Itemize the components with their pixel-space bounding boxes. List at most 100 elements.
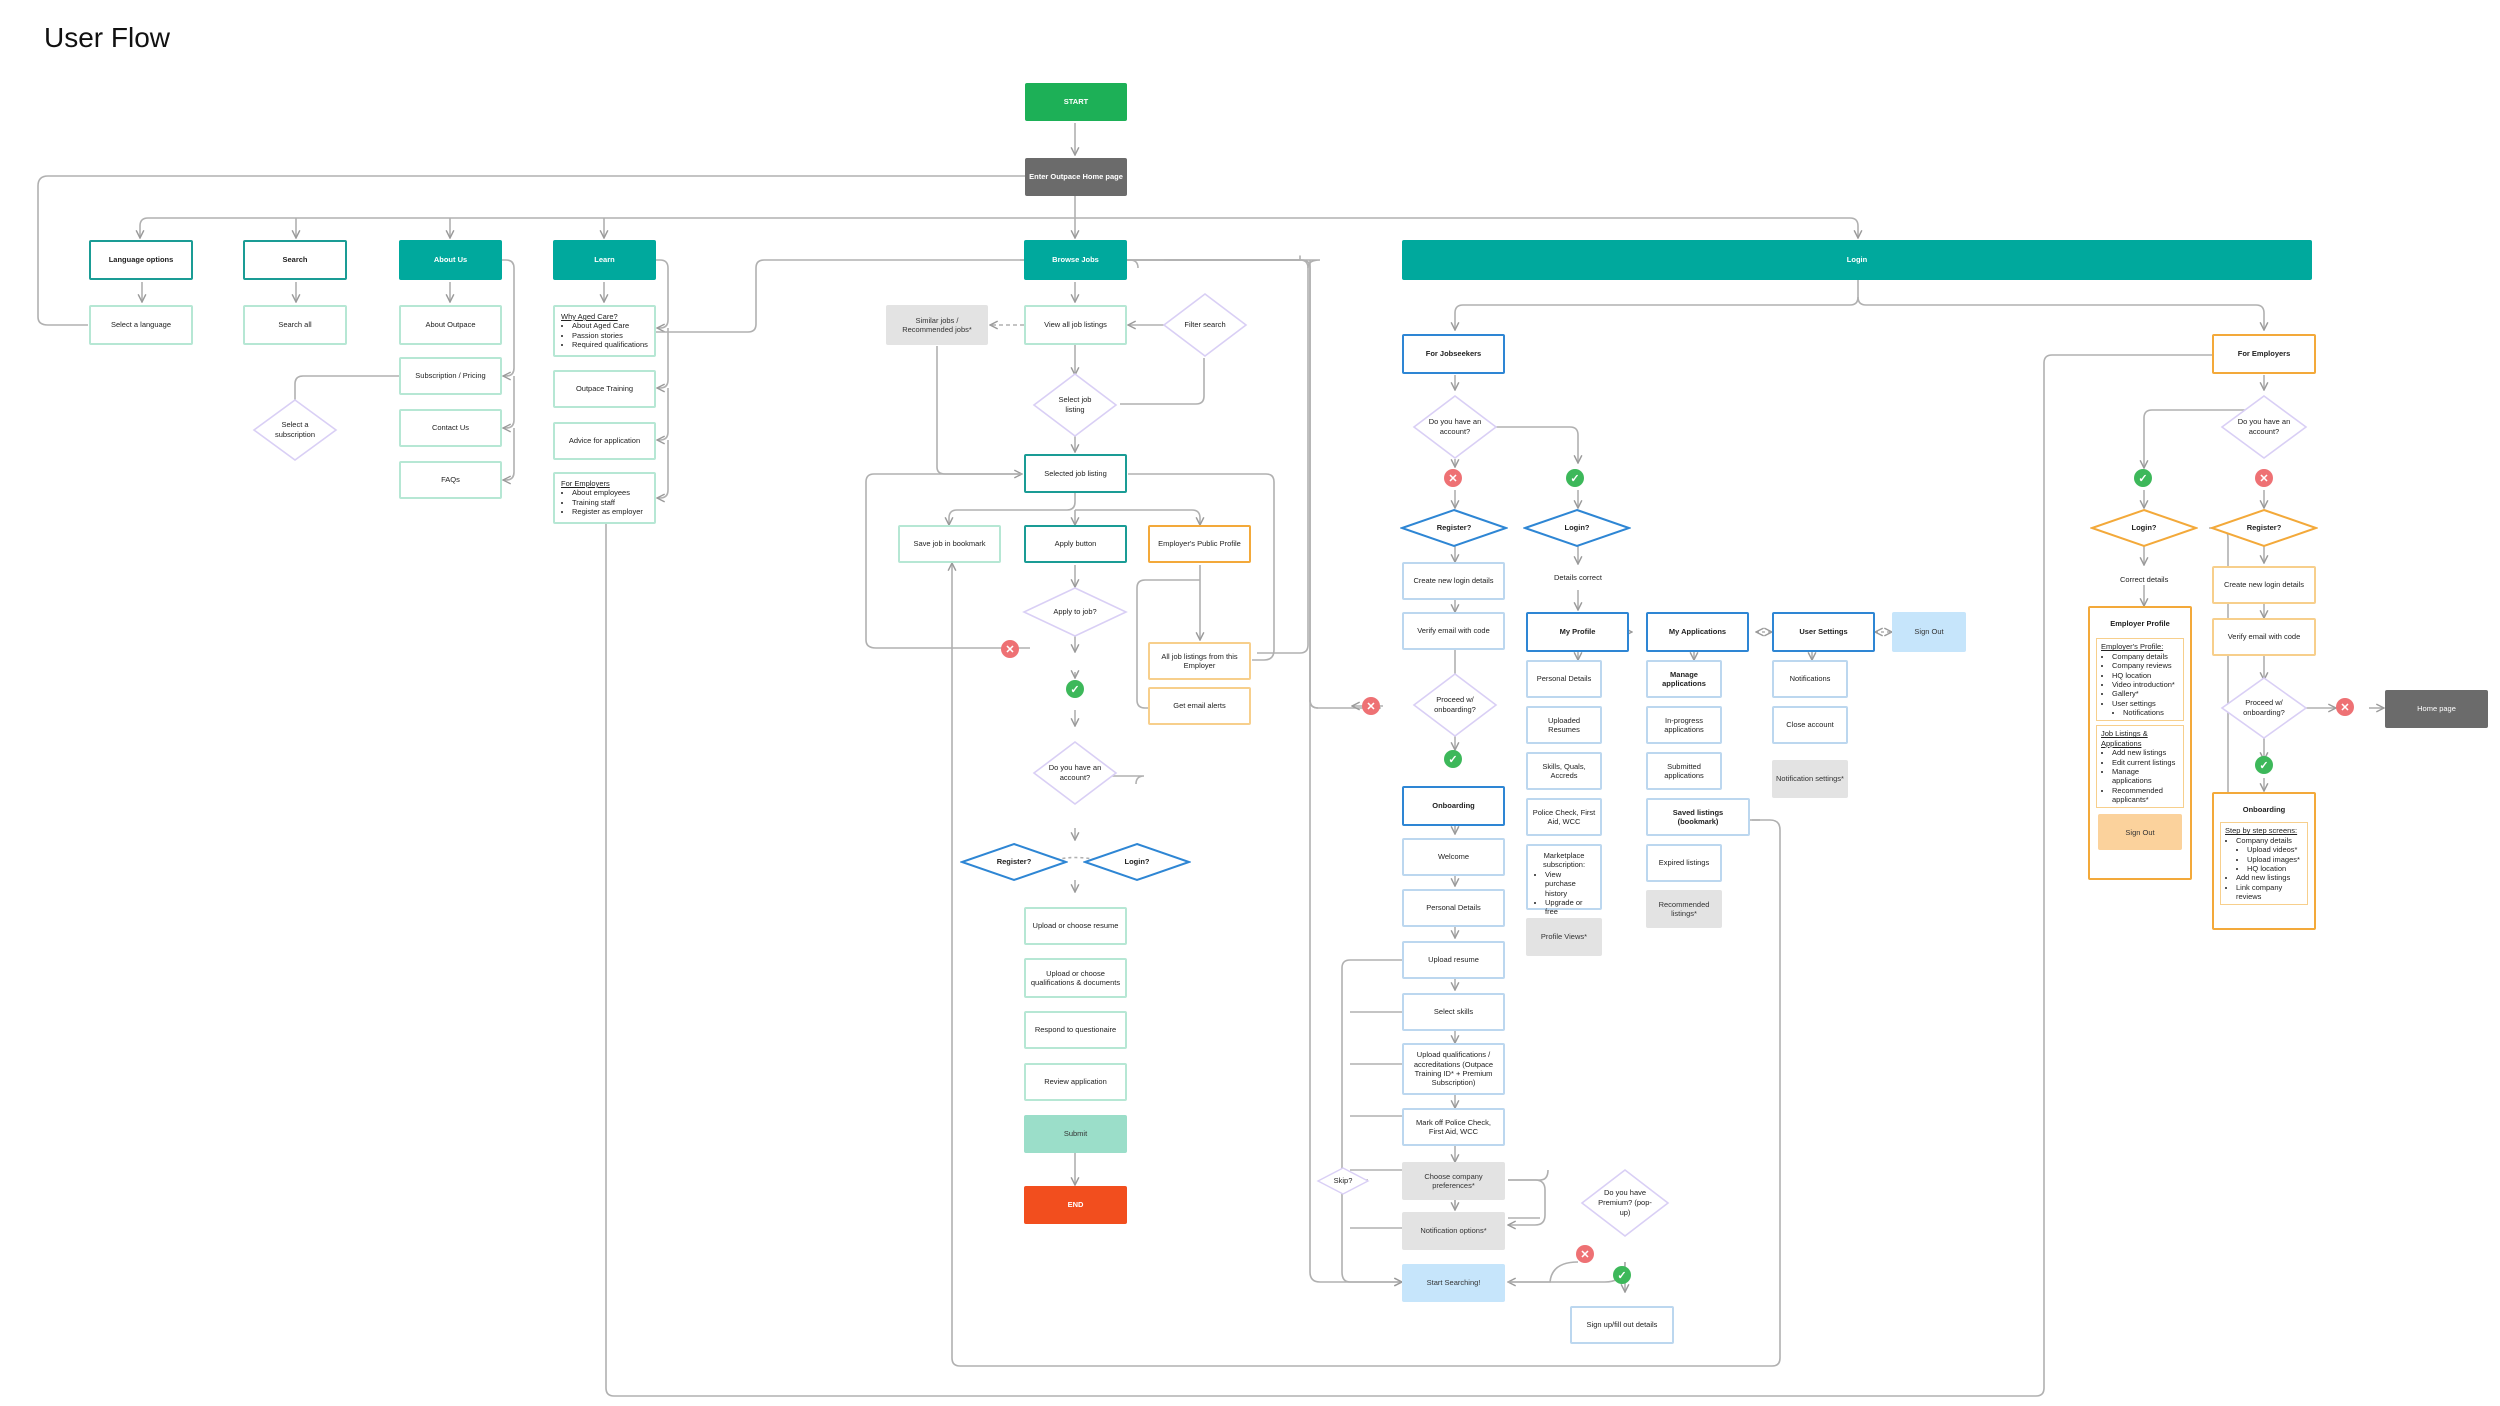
decision-register-jobseeker: Register? xyxy=(1400,508,1508,548)
decision-proceed-onboarding: Proceed w/ onboarding? xyxy=(1412,672,1498,738)
node-browse-jobs: Browse Jobs xyxy=(1024,240,1127,280)
node-employer-sign-out: Sign Out xyxy=(2098,814,2182,851)
node-close-account: Close account xyxy=(1772,706,1848,744)
decision-apply-to-job: Apply to job? xyxy=(1022,586,1128,638)
node-language-options: Language options xyxy=(89,240,193,280)
node-similar-jobs: Similar jobs / Recommended jobs* xyxy=(886,305,988,345)
node-manage-applications: Manage applications xyxy=(1646,660,1722,698)
node-contact-us: Contact Us xyxy=(399,409,502,447)
node-login: Login xyxy=(1402,240,2312,280)
node-sign-out: Sign Out xyxy=(1892,612,1966,652)
node-all-listings-employer: All job listings from this Employer xyxy=(1148,642,1251,680)
node-home-page: Home page xyxy=(2385,690,2488,728)
page-title: User Flow xyxy=(44,22,171,53)
node-upload-resume: Upload resume xyxy=(1402,941,1505,979)
node-employer-onboarding: Onboarding Step by step screens: Company… xyxy=(2212,792,2316,930)
decision-have-account-employer: Do you have an account? xyxy=(2220,394,2308,460)
node-save-bookmark: Save job in bookmark xyxy=(898,525,1001,563)
cross-icon: ✕ xyxy=(1001,640,1019,658)
cross-icon: ✕ xyxy=(1576,1245,1594,1263)
start-node: START xyxy=(1025,83,1127,121)
node-my-profile: My Profile xyxy=(1526,612,1629,652)
check-icon: ✓ xyxy=(1613,1266,1631,1284)
node-user-settings: User Settings xyxy=(1772,612,1875,652)
home-node: Enter Outpace Home page xyxy=(1025,158,1127,196)
node-for-employers-learn: For Employers About employeesTraining st… xyxy=(553,472,656,524)
cross-icon: ✕ xyxy=(2336,698,2354,716)
node-about-outpace: About Outpace xyxy=(399,305,502,345)
node-onboarding: Onboarding xyxy=(1402,786,1505,826)
node-personal-details: Personal Details xyxy=(1402,889,1505,927)
node-upload-choose-resume: Upload or choose resume xyxy=(1024,907,1127,945)
node-notifications: Notifications xyxy=(1772,660,1848,698)
node-upload-accreditations: Upload qualifications / accreditations (… xyxy=(1402,1043,1505,1095)
node-apply-button: Apply button xyxy=(1024,525,1127,563)
label-correct-details: Correct details xyxy=(2120,575,2169,584)
decision-select-job-listing: Select job listing xyxy=(1032,372,1118,438)
check-icon: ✓ xyxy=(1444,750,1462,768)
node-why-aged-care: Why Aged Care? About Aged CarePassion st… xyxy=(553,305,656,357)
node-get-email-alerts: Get email alerts xyxy=(1148,687,1251,725)
node-company-preferences: Choose company preferences* xyxy=(1402,1162,1505,1200)
node-create-login: Create new login details xyxy=(1402,562,1505,600)
decision-login-jobseeker: Login? xyxy=(1523,508,1631,548)
node-for-jobseekers: For Jobseekers xyxy=(1402,334,1505,374)
node-profile-marketplace: Marketplace subscription: View purchase … xyxy=(1526,844,1602,916)
node-signup-details: Sign up/fill out details xyxy=(1570,1306,1674,1344)
node-selected-job-listing: Selected job listing xyxy=(1024,454,1127,493)
node-verify-email: Verify email with code xyxy=(1402,612,1505,650)
node-subscription-pricing: Subscription / Pricing xyxy=(399,357,502,395)
node-expired-listings: Expired listings xyxy=(1646,844,1722,882)
node-employer-create-login: Create new login details xyxy=(2212,566,2316,604)
decision-have-account-jobseeker: Do you have an account? xyxy=(1412,394,1498,460)
decision-register-employer: Register? xyxy=(2210,508,2318,548)
node-for-employers: For Employers xyxy=(2212,334,2316,374)
node-faqs: FAQs xyxy=(399,461,502,499)
cross-icon: ✕ xyxy=(2255,469,2273,487)
decision-have-account-apply: Do you have an account? xyxy=(1032,740,1118,806)
decision-login-employer: Login? xyxy=(2090,508,2198,548)
decision-employer-proceed-onboarding: Proceed w/ onboarding? xyxy=(2220,676,2308,740)
node-search-all: Search all xyxy=(243,305,347,345)
node-start-searching: Start Searching! xyxy=(1402,1264,1505,1302)
check-icon: ✓ xyxy=(2134,469,2152,487)
node-profile-resumes: Uploaded Resumes xyxy=(1526,706,1602,744)
node-saved-listings: Saved listings (bookmark) xyxy=(1646,798,1750,836)
node-learn: Learn xyxy=(553,240,656,280)
node-employer-verify-email: Verify email with code xyxy=(2212,618,2316,656)
node-recommended-listings: Recommended listings* xyxy=(1646,890,1722,928)
node-outpace-training: Outpace Training xyxy=(553,370,656,408)
decision-skip: Skip? xyxy=(1316,1166,1370,1196)
node-view-job-listings: View all job listings xyxy=(1024,305,1127,345)
node-profile-skills: Skills, Quals, Accreds xyxy=(1526,752,1602,790)
node-select-language: Select a language xyxy=(89,305,193,345)
node-profile-police: Police Check, First Aid, WCC xyxy=(1526,798,1602,836)
node-questionnaire: Respond to questionaire xyxy=(1024,1011,1127,1049)
node-inprogress-apps: In-progress applications xyxy=(1646,706,1722,744)
decision-login-apply: Login? xyxy=(1083,842,1191,882)
node-submit: Submit xyxy=(1024,1115,1127,1153)
node-employer-profile: Employer Profile Employer's Profile: Com… xyxy=(2088,606,2192,880)
node-about-us: About Us xyxy=(399,240,502,280)
node-profile-personal: Personal Details xyxy=(1526,660,1602,698)
node-advice-application: Advice for application xyxy=(553,422,656,460)
cross-icon: ✕ xyxy=(1444,469,1462,487)
decision-filter-search: Filter search xyxy=(1162,292,1248,358)
node-police-check: Mark off Police Check, First Aid, WCC xyxy=(1402,1108,1505,1146)
cross-icon: ✕ xyxy=(1362,697,1380,715)
check-icon: ✓ xyxy=(1066,680,1084,698)
check-icon: ✓ xyxy=(2255,756,2273,774)
node-upload-qualifications: Upload or choose qualifications & docume… xyxy=(1024,958,1127,998)
node-notification-settings: Notification settings* xyxy=(1772,760,1848,798)
node-search: Search xyxy=(243,240,347,280)
node-employer-public-profile: Employer's Public Profile xyxy=(1148,525,1251,563)
decision-select-subscription: Select a subscription xyxy=(252,398,338,462)
node-review-application: Review application xyxy=(1024,1063,1127,1101)
end-node: END xyxy=(1024,1186,1127,1224)
node-submitted-apps: Submitted applications xyxy=(1646,752,1722,790)
decision-register-apply: Register? xyxy=(960,842,1068,882)
decision-have-premium: Do you have Premium? (pop-up) xyxy=(1580,1168,1670,1238)
node-select-skills: Select skills xyxy=(1402,993,1505,1031)
node-my-applications: My Applications xyxy=(1646,612,1749,652)
check-icon: ✓ xyxy=(1566,469,1584,487)
